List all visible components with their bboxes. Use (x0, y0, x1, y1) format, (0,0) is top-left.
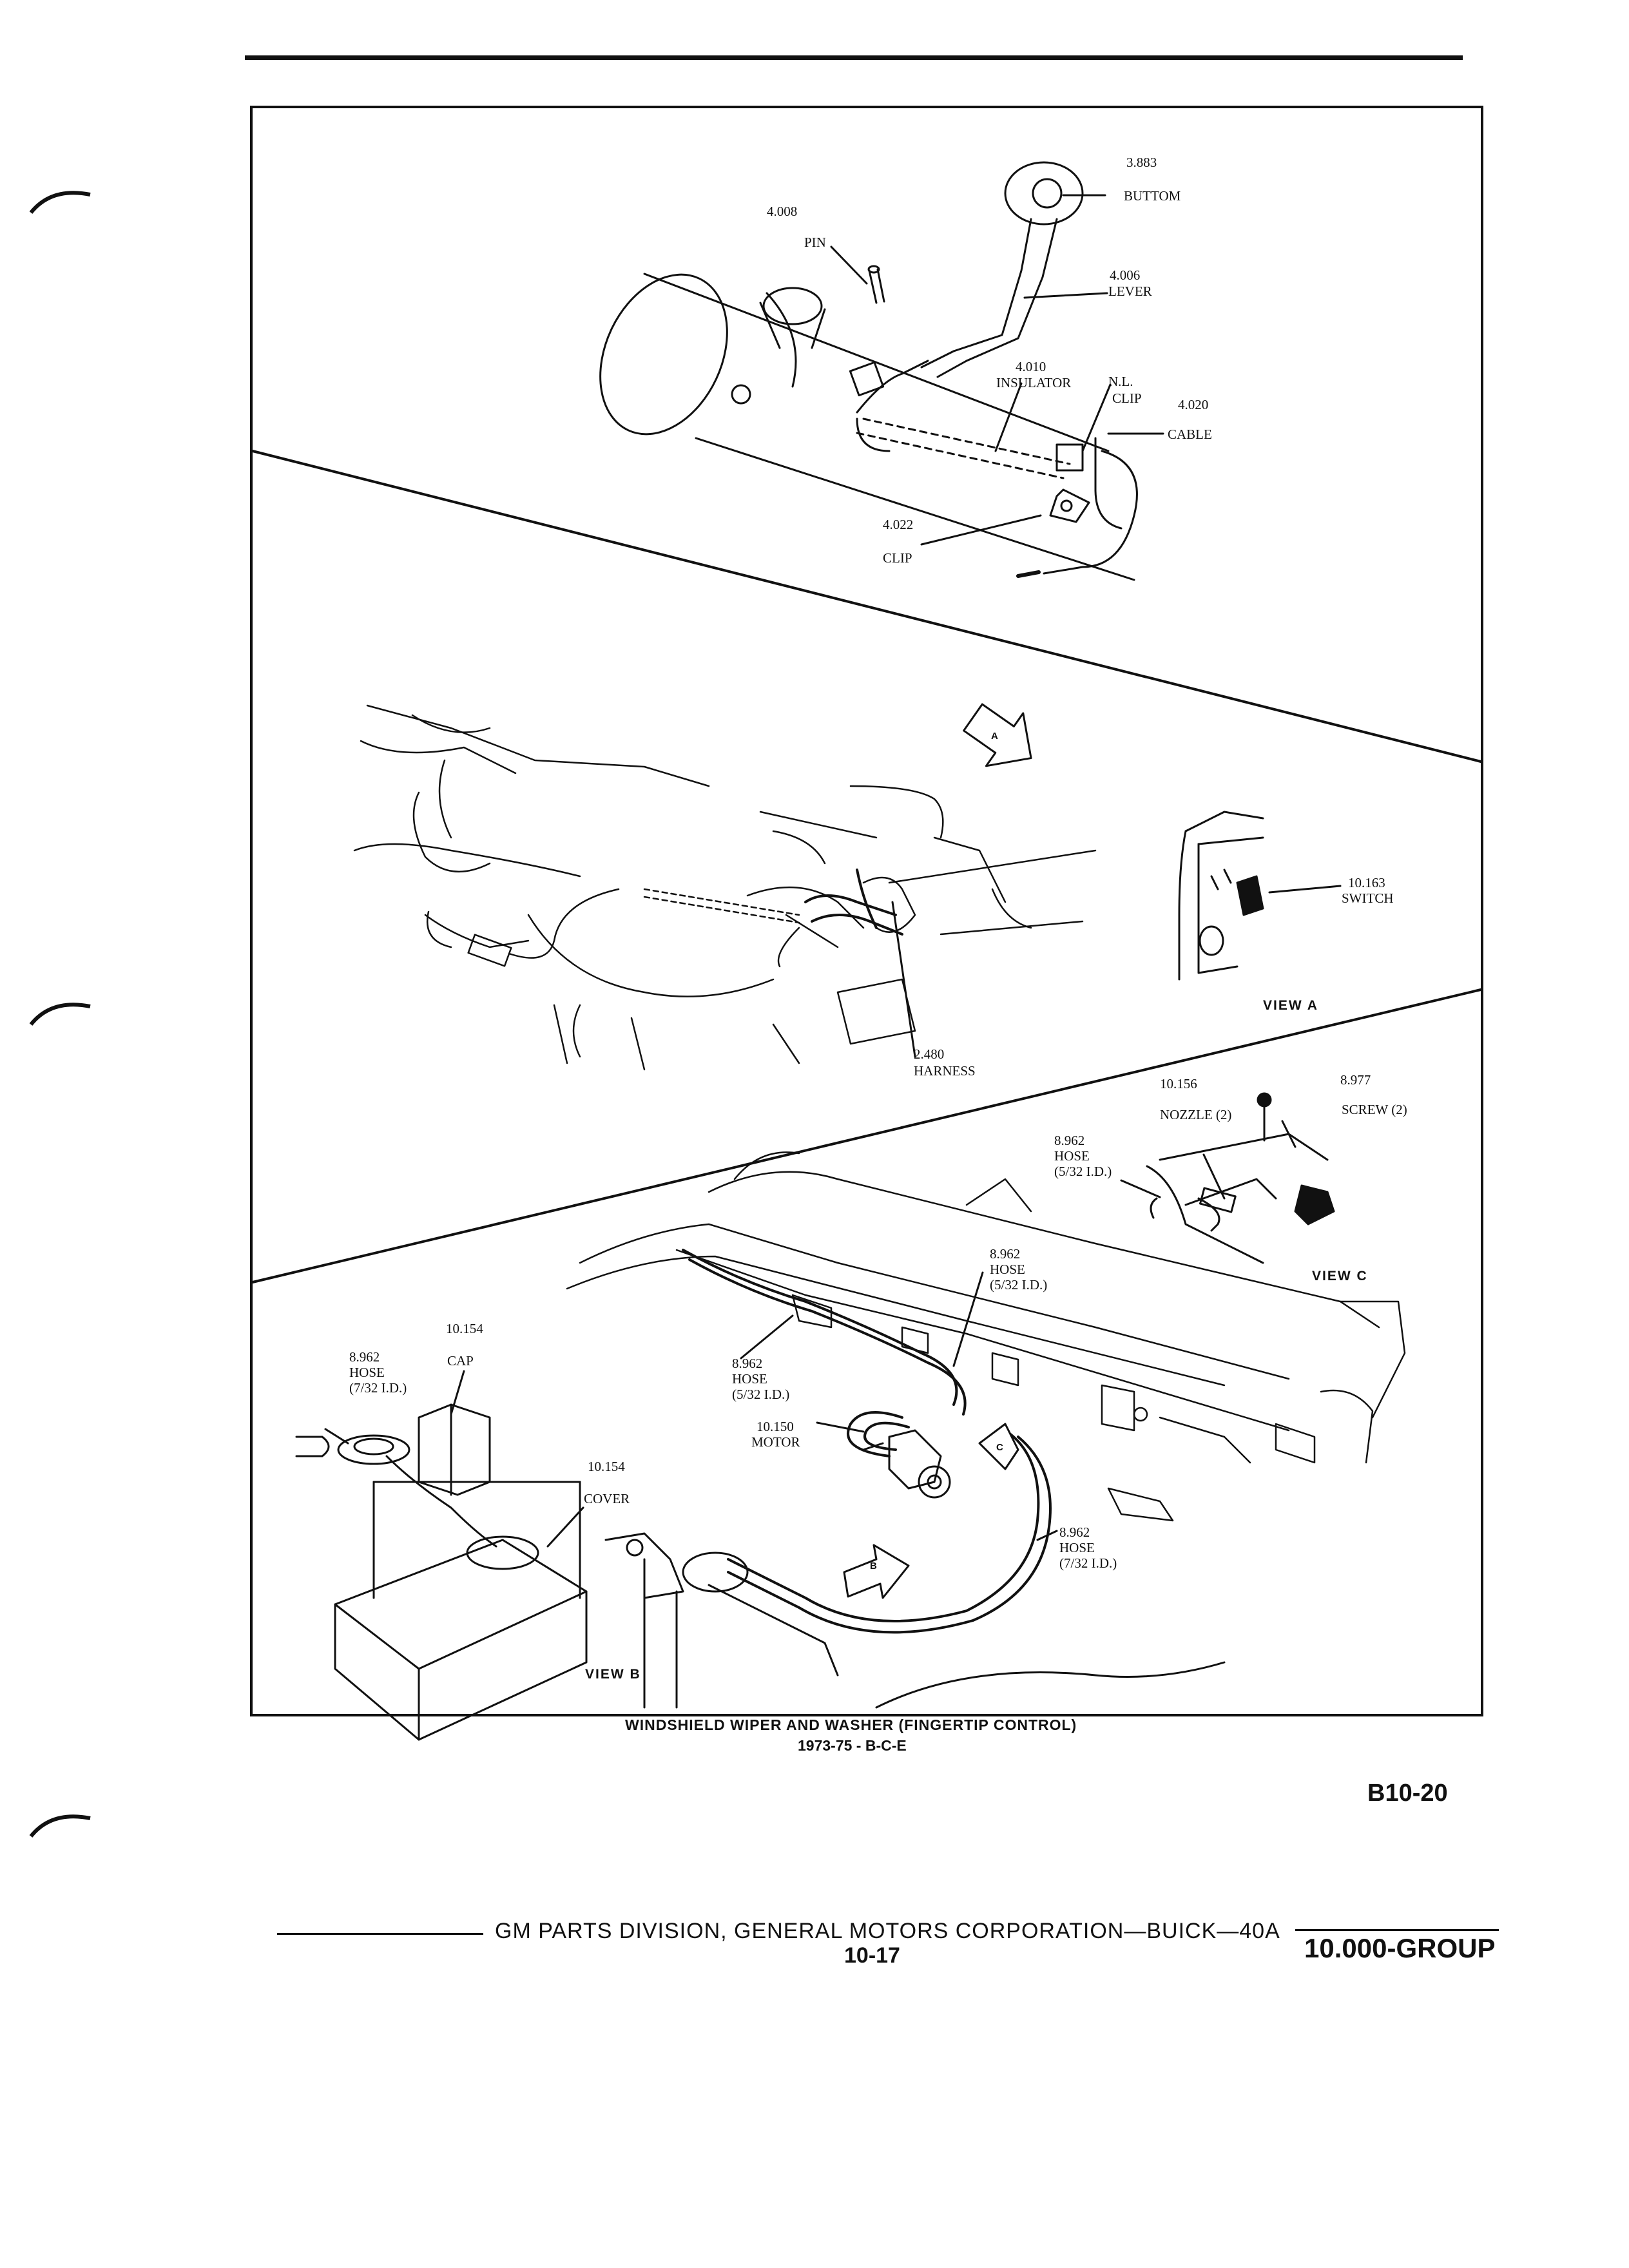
callout-hose-left-name: HOSE (732, 1371, 767, 1387)
callout-clip-number: 4.022 (883, 517, 914, 532)
diagram-caption: WINDSHIELD WIPER AND WASHER (FINGERTIP C… (625, 1716, 1077, 1733)
footer-rule-left (277, 1933, 483, 1935)
callout-screw-name: SCREW (2) (1342, 1102, 1407, 1117)
binder-hole-mark-3 (29, 1814, 91, 1838)
callout-nozzle-number: 10.156 (1160, 1076, 1197, 1091)
callout-hose-view-c-size: (5/32 I.D.) (1054, 1164, 1112, 1179)
callout-buttom-number: 3.883 (1126, 155, 1157, 170)
engine-compartment-drawing (353, 704, 1097, 1071)
callout-cover-number: 10.154 (588, 1459, 625, 1474)
leader-nozzle (1202, 1153, 1226, 1200)
callout-clip-name: CLIP (883, 550, 912, 566)
view-b-arrow (843, 1544, 910, 1599)
footer-page-number: 10-17 (844, 1943, 900, 1968)
page-id: B10-20 (1367, 1780, 1448, 1807)
callout-insulator-number: 4.010 (1016, 359, 1046, 374)
callout-hose-center-number: 8.962 (990, 1246, 1021, 1262)
callout-lever-name: LEVER (1108, 284, 1152, 299)
callout-hose-lower-name: HOSE (1059, 1540, 1095, 1555)
arrow-c-letter: C (996, 1442, 1005, 1453)
callout-cable-name: CABLE (1168, 427, 1212, 442)
leader-switch (1268, 885, 1342, 894)
lower-bracket-drawing (604, 1532, 1226, 1709)
lever-drawing (867, 161, 1084, 378)
binder-hole-mark-1 (29, 191, 91, 214)
footer-group: 10.000-GROUP (1304, 1933, 1496, 1963)
column-tube-drawing (599, 273, 1135, 581)
callout-hose-lower-size: (7/32 I.D.) (1059, 1555, 1117, 1571)
view-c-arrow (978, 1423, 1019, 1470)
callout-hose-view-b-number: 8.962 (349, 1349, 380, 1365)
callout-nl-clip-name: CLIP (1112, 390, 1142, 406)
leader-nl-clip (1081, 383, 1112, 452)
arrow-a-letter: A (991, 731, 999, 742)
view-b-reservoir-drawing (295, 1403, 588, 1741)
callout-nl-clip-number: N.L. (1108, 374, 1133, 389)
callout-motor-name: MOTOR (751, 1434, 800, 1450)
view-a-switch-drawing (1178, 811, 1264, 981)
callout-hose-left-number: 8.962 (732, 1356, 763, 1371)
callout-cap-number: 10.154 (446, 1321, 483, 1336)
footer-rule-right (1295, 1929, 1499, 1931)
callout-motor-number: 10.150 (757, 1419, 794, 1434)
callout-hose-view-c-number: 8.962 (1054, 1133, 1085, 1148)
washer-hose-routing (682, 1249, 1052, 1634)
callout-hose-center-size: (5/32 I.D.) (990, 1277, 1048, 1293)
callout-lever-number: 4.006 (1110, 267, 1141, 283)
leader-cap (450, 1370, 465, 1416)
leader-harness (891, 901, 916, 1058)
callout-pin-number: 4.008 (767, 204, 798, 219)
divider-1 (251, 450, 1482, 763)
binder-hole-mark-2 (29, 1003, 91, 1026)
callout-nozzle-name: NOZZLE (2) (1160, 1107, 1232, 1122)
callout-cable-number: 4.020 (1178, 397, 1209, 412)
callout-buttom-name: BUTTOM (1124, 188, 1181, 204)
view-c-nozzle-drawing (1146, 1092, 1335, 1264)
footer-publisher: GM PARTS DIVISION, GENERAL MOTORS CORPOR… (495, 1919, 1280, 1943)
callout-pin-name: PIN (804, 235, 826, 250)
cowl-drawing (566, 1151, 1406, 1522)
leader-hose-view-b (324, 1428, 349, 1445)
motor-drawing (862, 1429, 951, 1499)
callout-cap-name: CAP (447, 1353, 474, 1369)
leader-pin (830, 245, 868, 285)
callout-switch-name: SWITCH (1342, 890, 1394, 906)
leader-insulator (994, 382, 1023, 452)
callout-insulator-name: INSULATOR (996, 375, 1072, 390)
divider-2 (251, 988, 1482, 1283)
callout-hose-lower-number: 8.962 (1059, 1524, 1090, 1540)
callout-cover-name: COVER (584, 1491, 630, 1506)
arrow-b-letter: B (870, 1561, 878, 1571)
leader-motor (816, 1421, 865, 1433)
harness-connector-drawing (804, 869, 903, 936)
cable-and-clips-drawing (1016, 437, 1138, 578)
top-rule (245, 55, 1463, 60)
callout-switch-number: 10.163 (1348, 875, 1385, 890)
diagram-frame (250, 106, 1483, 1716)
leader-hose-view-c (1120, 1179, 1161, 1198)
view-a-label: VIEW A (1263, 998, 1318, 1013)
callout-hose-view-b-size: (7/32 I.D.) (349, 1380, 407, 1396)
callout-harness-number: 2.480 (914, 1046, 945, 1062)
leader-lever (1023, 292, 1108, 299)
view-a-arrow (963, 703, 1032, 767)
callout-hose-view-c-name: HOSE (1054, 1148, 1090, 1164)
callout-hose-left-size: (5/32 I.D.) (732, 1387, 790, 1402)
leader-hose-left (740, 1314, 794, 1360)
view-c-label: VIEW C (1312, 1269, 1368, 1283)
leader-clip (920, 514, 1042, 546)
callout-screw-number: 8.977 (1340, 1072, 1371, 1088)
leader-hose-lower (1036, 1530, 1058, 1541)
view-b-label: VIEW B (585, 1667, 641, 1682)
leader-cover (546, 1506, 584, 1548)
leader-hose-center (952, 1271, 984, 1367)
callout-harness-name: HARNESS (914, 1063, 976, 1079)
callout-hose-view-b-name: HOSE (349, 1365, 385, 1380)
diagram-subcaption: 1973-75 - B-C-E (798, 1737, 907, 1754)
callout-hose-center-name: HOSE (990, 1262, 1025, 1277)
